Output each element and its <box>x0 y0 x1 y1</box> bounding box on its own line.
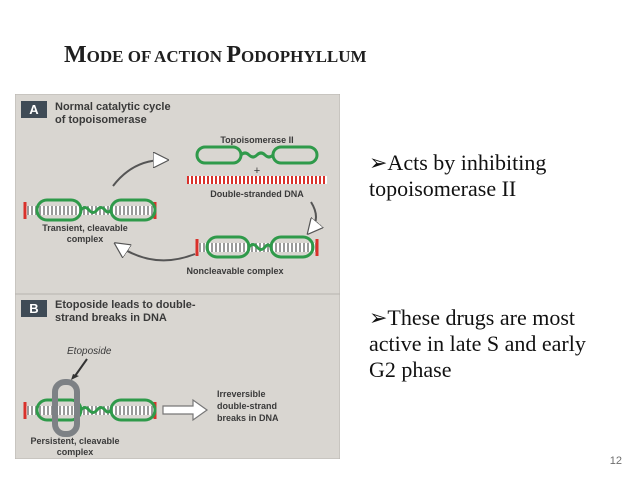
etoposide-clamp-icon <box>52 379 80 437</box>
panel-a-caption-line1: Normal catalytic cycle <box>55 101 171 113</box>
panel-a-label-box <box>21 101 47 118</box>
bullet-acts-by-inhibiting: ➢Acts by inhibiting topoisomerase II <box>369 150 547 201</box>
hollow-arrow-icon <box>162 398 209 422</box>
cycle-arrow-1-icon <box>112 160 163 187</box>
topoisomerase-figure: A Normal catalytic cycle of topoisomeras… <box>15 94 340 459</box>
cycle-arrow-3-icon <box>119 246 196 262</box>
panel-b-label-box <box>21 300 47 317</box>
irreversible-label-line2: double-strand <box>217 401 277 411</box>
persistent-cleavable-complex <box>23 379 157 437</box>
etoposide-label: Etoposide <box>67 346 112 357</box>
persistent-label-line1: Persistent, cleavable <box>30 436 119 446</box>
noncleavable-complex <box>195 235 319 259</box>
panel-a: A Normal catalytic cycle of topoisomeras… <box>15 94 340 295</box>
panel-b-caption-line2: strand breaks in DNA <box>55 312 167 324</box>
dna-label: Double-stranded DNA <box>210 189 304 199</box>
panel-a-letter: A <box>29 102 39 117</box>
etoposide-pointer-icon <box>74 358 88 377</box>
irreversible-label-line3: breaks in DNA <box>217 413 279 423</box>
plus-sign: + <box>254 165 260 177</box>
enzyme-label: Topoisomerase II <box>220 135 293 145</box>
cycle-arrow-2-icon <box>311 201 316 230</box>
topoisomerase-enzyme-icon <box>195 145 319 165</box>
panel-b-letter: B <box>29 301 38 316</box>
double-stranded-dna <box>187 176 327 184</box>
transient-label-line1: Transient, cleavable <box>42 223 128 233</box>
slide-title: MODE OF ACTION PODOPHYLLUM <box>64 42 367 68</box>
transient-label-line2: complex <box>67 234 104 244</box>
transient-cleavable-complex <box>23 198 157 222</box>
panel-a-caption-line2: of topoisomerase <box>55 114 147 126</box>
noncleavable-label: Noncleavable complex <box>186 266 283 276</box>
slide-number: 12 <box>609 455 622 467</box>
panel-b-caption-line1: Etoposide leads to double- <box>55 299 196 311</box>
irreversible-label-line1: Irreversible <box>217 389 266 399</box>
bullet-most-active-phase: ➢These drugs are most active in late S a… <box>369 305 586 382</box>
persistent-label-line2: complex <box>57 447 94 457</box>
panel-b: B Etoposide leads to double- strand brea… <box>15 293 340 459</box>
